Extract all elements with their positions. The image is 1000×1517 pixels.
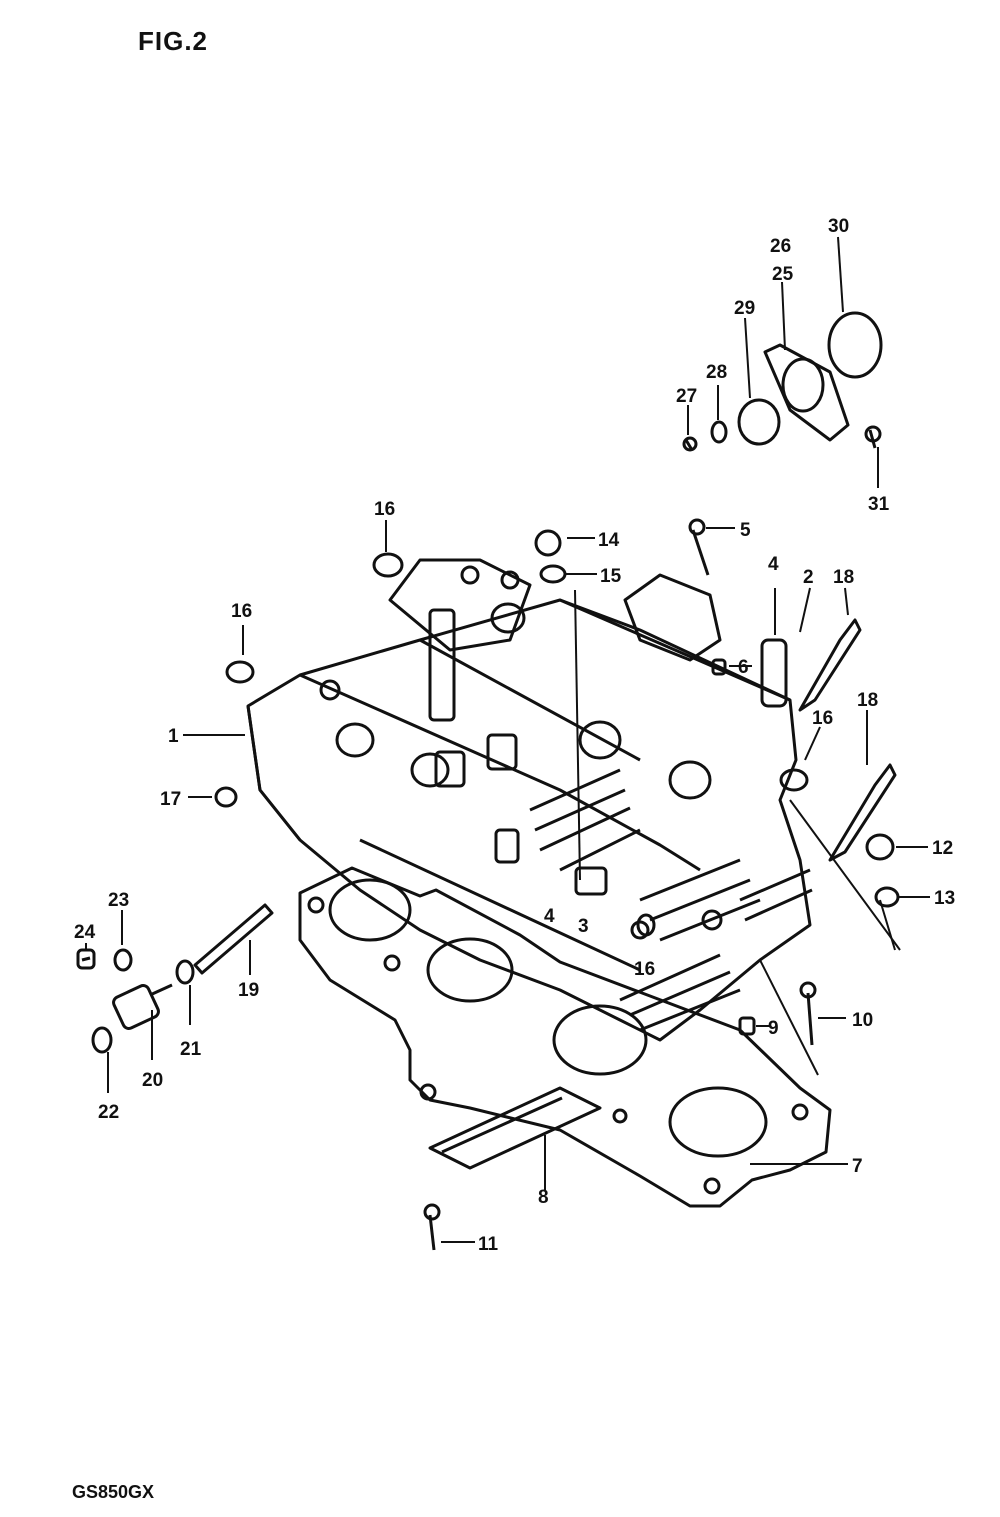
callout-4: 4	[768, 554, 779, 575]
callout-26: 26	[770, 236, 791, 257]
callout-27: 27	[676, 386, 697, 407]
callout-24: 24	[74, 922, 96, 943]
callout-18a: 18	[833, 567, 854, 588]
callout-22: 22	[98, 1102, 119, 1123]
callout-30: 30	[828, 216, 849, 237]
callout-15: 15	[600, 566, 622, 587]
callout-14: 14	[598, 530, 620, 551]
figure-title: FIG.2	[138, 26, 209, 56]
callout-28: 28	[706, 362, 727, 383]
callout-18b: 18	[857, 690, 878, 711]
small-parts	[214, 518, 900, 1251]
callout-10: 10	[852, 1010, 873, 1031]
callout-16d: 16	[634, 959, 655, 980]
callout-11: 11	[478, 1234, 499, 1255]
callout-29: 29	[734, 298, 755, 319]
spark-plug-upper	[798, 618, 862, 712]
callout-6: 6	[738, 657, 749, 678]
callout-4b: 4	[544, 906, 555, 927]
callout-12: 12	[932, 838, 953, 859]
callout-25: 25	[772, 264, 794, 285]
oil-seal-strip	[428, 1086, 602, 1170]
callout-1: 1	[168, 726, 179, 747]
callout-9: 9	[768, 1018, 779, 1039]
callout-2: 2	[803, 567, 814, 588]
callout-21: 21	[180, 1039, 202, 1060]
oil-fittings	[76, 903, 274, 1054]
callout-16a: 16	[374, 499, 395, 520]
leader-lines	[85, 236, 930, 1243]
callout-20: 20	[142, 1070, 163, 1091]
callout-31: 31	[868, 494, 890, 515]
spark-plug-lower	[828, 763, 897, 862]
callout-3: 3	[578, 916, 589, 937]
callout-16c: 16	[812, 708, 833, 729]
head-gasket	[298, 866, 832, 1208]
callout-23: 23	[108, 890, 129, 911]
callout-16b: 16	[231, 601, 252, 622]
callout-labels: 1 2 4 5 6 7 8 9 10 11 12 13 14 15 16 16 …	[74, 216, 955, 1255]
callout-8: 8	[538, 1187, 549, 1208]
callout-13: 13	[934, 888, 955, 909]
callout-17: 17	[160, 789, 181, 810]
cylinder-head	[246, 558, 813, 1042]
model-code: GS850GX	[72, 1482, 155, 1502]
callout-19: 19	[238, 980, 259, 1001]
callout-7: 7	[852, 1156, 863, 1177]
intake-holder	[682, 311, 883, 452]
callout-5: 5	[740, 520, 751, 541]
